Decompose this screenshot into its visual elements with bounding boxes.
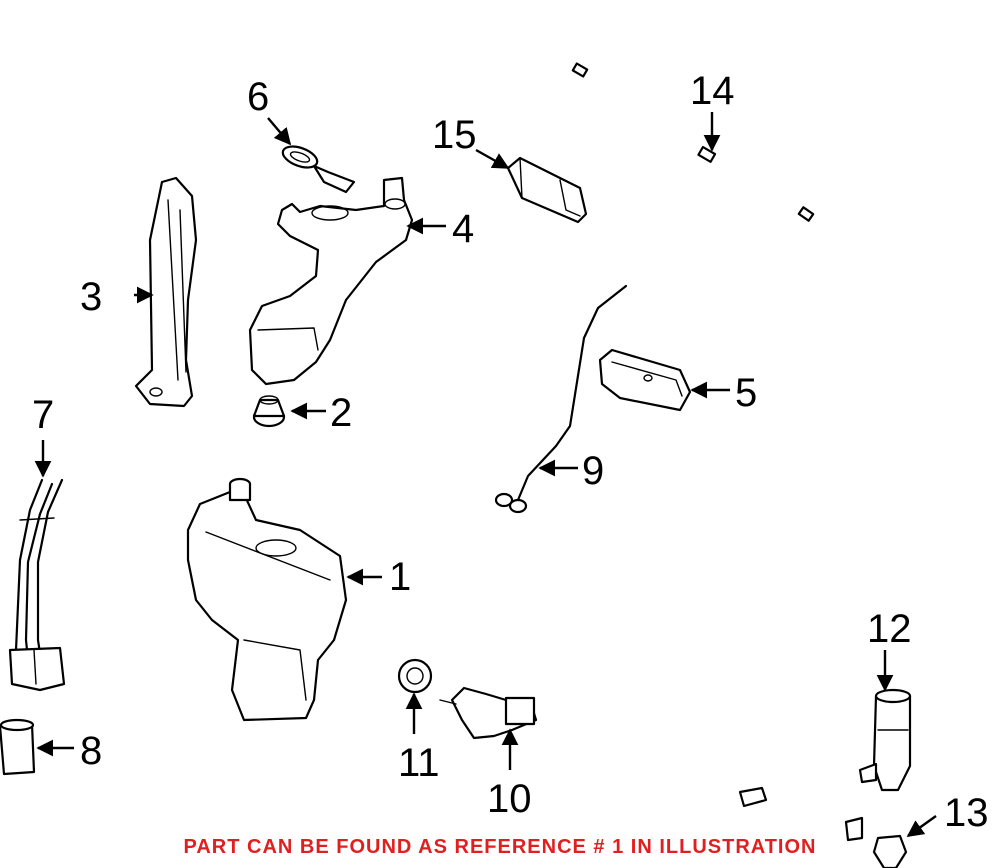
callout-15: 15	[432, 113, 477, 157]
part-2-grommet	[252, 395, 286, 428]
part-15-hose-clip	[506, 156, 588, 224]
callout-6: 6	[247, 75, 269, 119]
part-3-reservoir-bracket	[134, 176, 198, 408]
callout-8: 8	[80, 729, 102, 773]
part-5-strainer	[598, 348, 692, 412]
part-4-upper-reservoir	[248, 176, 414, 386]
callout-5: 5	[735, 371, 757, 415]
part-11-pump-grommet	[397, 658, 433, 694]
callout-7: 7	[32, 393, 54, 437]
callout-10: 10	[487, 777, 532, 821]
part-9-filler-neck-tube	[494, 273, 631, 514]
part-12-washer-pump	[858, 688, 912, 792]
part-10-level-sensor	[439, 686, 538, 740]
callout-2: 2	[330, 391, 352, 435]
callout-labels: 1 2 3 4 5 6 7 8 9 10 11 12 13 14 15	[32, 69, 989, 835]
part-13-check-valve	[872, 834, 908, 868]
callout-1: 1	[389, 555, 411, 599]
leader-arrows	[34, 112, 937, 837]
part-8-sleeve	[0, 718, 36, 776]
callout-11: 11	[398, 741, 440, 785]
reference-note: PART CAN BE FOUND AS REFERENCE # 1 IN IL…	[183, 836, 817, 858]
callout-3: 3	[80, 275, 102, 319]
part-14-washer-hose	[465, 3, 864, 842]
callout-9: 9	[582, 449, 604, 493]
part-1-washer-reservoir	[186, 477, 348, 722]
part-7-hose-assembly	[8, 478, 66, 692]
callout-12: 12	[867, 607, 912, 651]
callout-4: 4	[452, 207, 474, 251]
callout-13: 13	[944, 791, 989, 835]
callout-14: 14	[690, 69, 735, 113]
part-6-filler-seal	[281, 145, 356, 194]
